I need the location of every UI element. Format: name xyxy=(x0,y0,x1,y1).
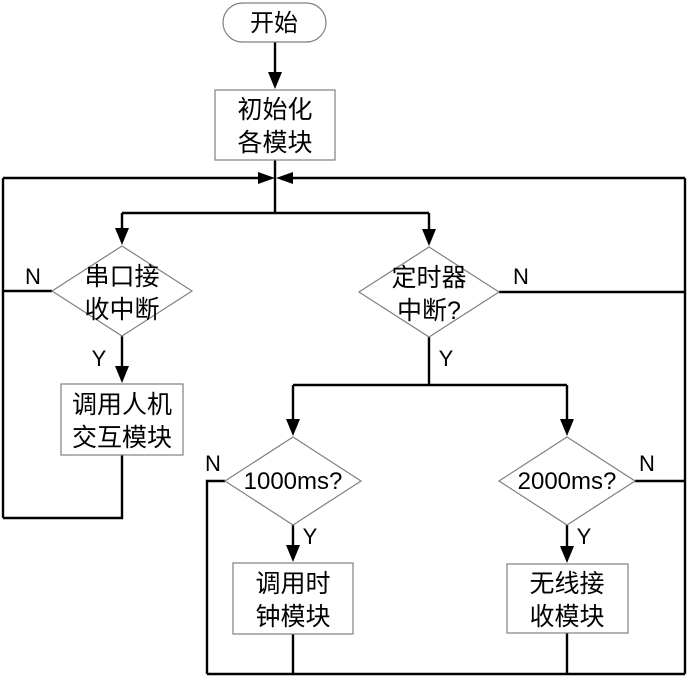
label-serial-yes: Y xyxy=(92,346,107,371)
label-serial-no: N xyxy=(25,264,41,289)
node-serial-decision: 串口接 收中断 xyxy=(50,245,194,337)
init-process-shape xyxy=(214,89,336,161)
node-wireless: 无线接 收模块 xyxy=(506,563,629,634)
init-label-line1: 初始化 xyxy=(237,96,312,124)
clock-process-shape xyxy=(232,562,354,635)
init-label-line2: 各模块 xyxy=(237,129,312,157)
wireless-process-shape xyxy=(506,563,629,634)
connectors xyxy=(1,42,687,676)
arrowhead-into-serial xyxy=(115,228,129,245)
label-timer-yes: Y xyxy=(439,346,454,371)
label-timer-no: N xyxy=(513,264,529,289)
arrowhead-converge-from-right xyxy=(276,172,293,184)
arrowhead-into-wireless xyxy=(560,546,574,563)
2000ms-decision-shape xyxy=(497,436,637,526)
arrowhead-into-hmi xyxy=(115,366,129,383)
timer-decision-shape xyxy=(357,246,501,338)
clock-label-line2: 钟模块 xyxy=(255,603,330,631)
arrowhead-into-clock xyxy=(286,545,300,562)
clock-label-line1: 调用时 xyxy=(255,570,330,598)
timer-label-line2: 中断? xyxy=(397,297,461,325)
start-label: 开始 xyxy=(250,10,298,37)
label-2000ms-yes: Y xyxy=(577,524,592,549)
1000ms-decision-shape xyxy=(223,436,363,526)
node-hmi: 调用人机 交互模块 xyxy=(60,383,184,456)
arrowhead-into-1000ms xyxy=(286,419,300,436)
timer-label-line1: 定时器 xyxy=(391,264,466,292)
branch-labels: N Y N Y N Y N Y xyxy=(25,264,655,549)
arrowhead-into-init xyxy=(268,72,282,89)
hmi-process-shape xyxy=(60,383,184,456)
connector-hmi-return xyxy=(3,455,124,520)
node-clock: 调用时 钟模块 xyxy=(232,562,354,635)
node-timer-decision: 定时器 中断? xyxy=(357,246,501,338)
label-1000ms-no: N xyxy=(205,451,221,476)
start-terminator-shape xyxy=(222,2,327,43)
label-1000ms-yes: Y xyxy=(303,524,318,549)
node-1000ms-decision: 1000ms? xyxy=(223,436,363,526)
serial-label-line1: 串口接 xyxy=(84,263,159,291)
arrowheads xyxy=(115,72,574,563)
hmi-label-line1: 调用人机 xyxy=(72,391,172,419)
arrowhead-converge-from-left xyxy=(258,172,275,184)
arrowhead-into-timer xyxy=(422,229,436,246)
1000ms-label: 1000ms? xyxy=(244,468,343,495)
arrowhead-into-2000ms xyxy=(560,419,574,436)
connector-1000ms-no xyxy=(205,479,225,674)
node-2000ms-decision: 2000ms? xyxy=(497,436,637,526)
node-init: 初始化 各模块 xyxy=(214,89,336,161)
wireless-label-line1: 无线接 xyxy=(529,570,604,598)
2000ms-label: 2000ms? xyxy=(518,468,617,495)
serial-label-line2: 收中断 xyxy=(84,296,159,324)
label-2000ms-no: N xyxy=(639,451,655,476)
wireless-label-line2: 收模块 xyxy=(529,603,604,631)
serial-decision-shape xyxy=(50,245,194,337)
node-start: 开始 xyxy=(222,2,327,43)
hmi-label-line2: 交互模块 xyxy=(72,424,172,452)
